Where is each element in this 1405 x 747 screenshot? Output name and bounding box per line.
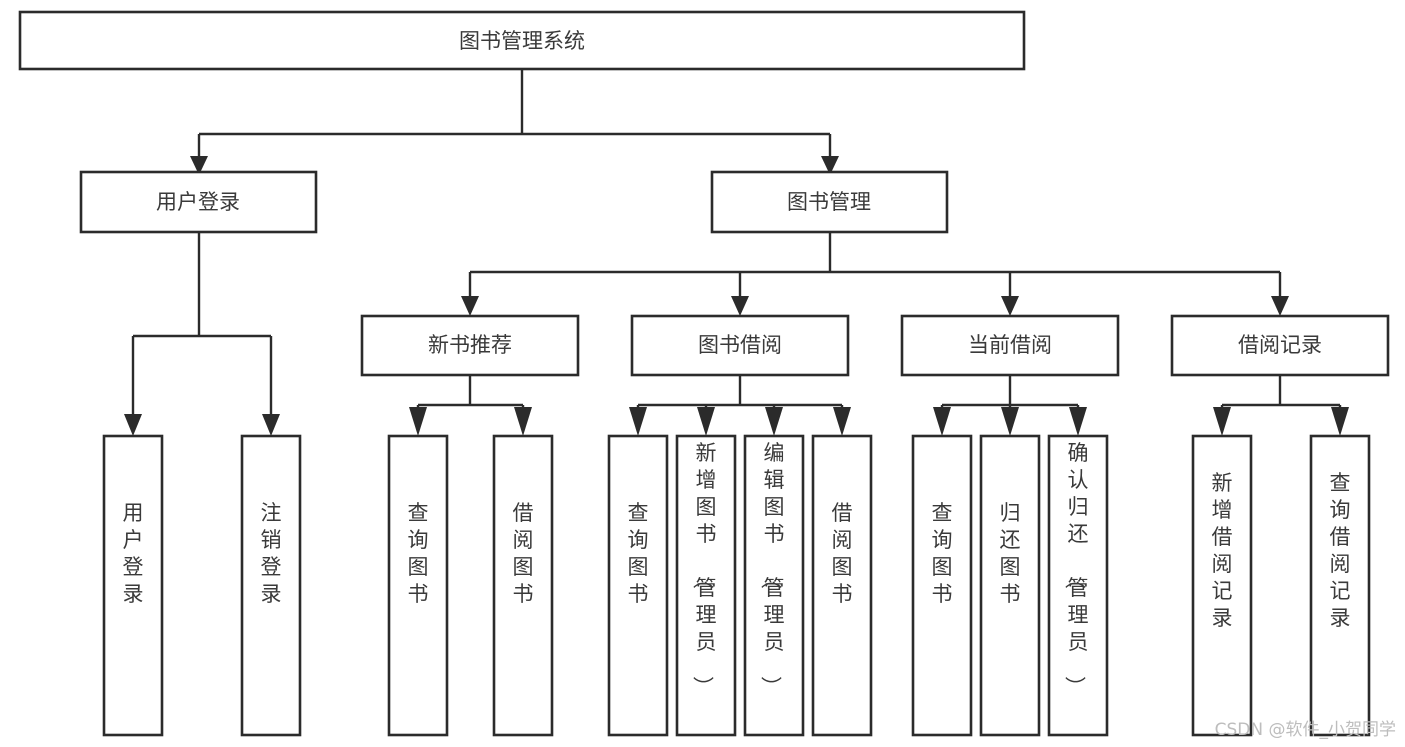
node-new-book-rec-label: 新书推荐 bbox=[428, 333, 512, 357]
node-new-book-rec[interactable]: 新书推荐 bbox=[360, 314, 580, 377]
node-book-borrow-label: 图书借阅 bbox=[698, 333, 782, 357]
arrow-head-current-borrow bbox=[1001, 296, 1019, 316]
node-book-manage[interactable]: 图书管理 bbox=[710, 170, 949, 234]
node-leaf-borrow-book-2[interactable]: 借阅图书 bbox=[811, 434, 873, 737]
node-current-borrow-label: 当前借阅 bbox=[968, 333, 1052, 357]
node-root-box[interactable] bbox=[18, 10, 1026, 71]
node-leaf-confirm-return-box[interactable] bbox=[1047, 434, 1109, 737]
node-leaf-return-book-label: 归还图书 bbox=[1000, 501, 1021, 606]
arrow-head-leaf-return-book bbox=[1001, 407, 1019, 436]
node-leaf-add-record[interactable]: 新增借阅记录 bbox=[1191, 434, 1253, 737]
node-book-borrow-box[interactable] bbox=[630, 314, 850, 377]
node-leaf-user-logout[interactable]: 注销登录 bbox=[240, 434, 302, 737]
node-current-borrow-box[interactable] bbox=[900, 314, 1120, 377]
node-leaf-add-record-box[interactable] bbox=[1191, 434, 1253, 737]
node-book-manage-box[interactable] bbox=[710, 170, 949, 234]
node-borrow-record-label: 借阅记录 bbox=[1238, 333, 1322, 357]
node-leaf-user-logout-box[interactable] bbox=[240, 434, 302, 737]
watermark-label: CSDN @软件_小贺同学 bbox=[1215, 720, 1396, 740]
node-leaf-confirm-return[interactable]: 确认归还（管理员） bbox=[1047, 434, 1109, 737]
arrow-head-book-manage bbox=[821, 156, 839, 175]
node-leaf-query-record-box[interactable] bbox=[1309, 434, 1371, 737]
arrow-head-leaf-add-record bbox=[1213, 407, 1231, 436]
arrow-head-leaf-confirm-return bbox=[1069, 407, 1087, 436]
node-leaf-add-book-label: 新增图书（管理员） bbox=[691, 441, 717, 697]
node-leaf-return-book[interactable]: 归还图书 bbox=[979, 434, 1041, 737]
arrow-head-leaf-borrow-book-1 bbox=[514, 407, 532, 436]
node-borrow-record[interactable]: 借阅记录 bbox=[1170, 314, 1390, 377]
node-leaf-borrow-book-2-label: 借阅图书 bbox=[832, 501, 853, 606]
node-leaf-borrow-book-1[interactable]: 借阅图书 bbox=[492, 434, 554, 737]
arrow-head-leaf-query-record bbox=[1331, 407, 1349, 436]
node-leaf-query-book-3[interactable]: 查询图书 bbox=[911, 434, 973, 737]
node-root[interactable]: 图书管理系统 bbox=[18, 10, 1026, 71]
arrow-head-new-book-rec bbox=[461, 296, 479, 316]
node-leaf-query-book-2[interactable]: 查询图书 bbox=[607, 434, 669, 737]
arrow-head-leaf-query-book-2 bbox=[629, 407, 647, 436]
node-leaf-query-book-1-box[interactable] bbox=[387, 434, 449, 737]
node-leaf-query-book-2-label: 查询图书 bbox=[628, 501, 649, 606]
node-leaf-user-login-box[interactable] bbox=[102, 434, 164, 737]
node-root-label: 图书管理系统 bbox=[459, 29, 585, 53]
arrow-head-leaf-query-book-1 bbox=[409, 407, 427, 436]
node-borrow-record-box[interactable] bbox=[1170, 314, 1390, 377]
node-leaf-edit-book-label: 编辑图书（管理员） bbox=[759, 441, 785, 697]
connector-layer bbox=[124, 69, 1349, 436]
node-leaf-query-record-label: 查询借阅记录 bbox=[1330, 471, 1351, 630]
node-leaf-edit-book[interactable]: 编辑图书（管理员） bbox=[743, 434, 805, 737]
node-new-book-rec-box[interactable] bbox=[360, 314, 580, 377]
node-leaf-add-record-label: 新增借阅记录 bbox=[1212, 471, 1233, 630]
arrow-head-leaf-query-book-3 bbox=[933, 407, 951, 436]
arrow-head-leaf-borrow-book-2 bbox=[833, 407, 851, 436]
node-leaf-user-logout-label: 注销登录 bbox=[261, 501, 282, 606]
node-leaf-edit-book-box[interactable] bbox=[743, 434, 805, 737]
node-leaf-user-login-label: 用户登录 bbox=[123, 501, 144, 606]
leaf-layer: 用户登录 注销登录 查询图书 借阅图书 查询图书 新增图书（管理员） bbox=[102, 434, 1371, 737]
arrow-head-leaf-user-logout bbox=[262, 414, 280, 436]
arrow-head-leaf-user-login bbox=[124, 414, 142, 436]
node-leaf-borrow-book-2-box[interactable] bbox=[811, 434, 873, 737]
node-leaf-query-book-3-box[interactable] bbox=[911, 434, 973, 737]
arrow-head-book-borrow bbox=[731, 296, 749, 316]
node-user-login-label: 用户登录 bbox=[156, 190, 240, 214]
node-leaf-query-book-1[interactable]: 查询图书 bbox=[387, 434, 449, 737]
node-user-login-box[interactable] bbox=[79, 170, 318, 234]
arrow-head-borrow-record bbox=[1271, 296, 1289, 316]
node-leaf-query-book-3-label: 查询图书 bbox=[932, 501, 953, 606]
node-leaf-add-book-box[interactable] bbox=[675, 434, 737, 737]
arrow-head-user-login bbox=[190, 156, 208, 175]
node-leaf-borrow-book-1-label: 借阅图书 bbox=[513, 501, 534, 606]
node-leaf-return-book-box[interactable] bbox=[979, 434, 1041, 737]
node-leaf-borrow-book-1-box[interactable] bbox=[492, 434, 554, 737]
arrow-head-leaf-edit-book bbox=[765, 407, 783, 436]
node-book-manage-label: 图书管理 bbox=[787, 190, 871, 214]
node-leaf-query-record[interactable]: 查询借阅记录 bbox=[1309, 434, 1371, 737]
node-leaf-query-book-1-label: 查询图书 bbox=[408, 501, 429, 606]
node-current-borrow[interactable]: 当前借阅 bbox=[900, 314, 1120, 377]
node-leaf-confirm-return-label: 确认归还（管理员） bbox=[1063, 441, 1089, 697]
node-book-borrow[interactable]: 图书借阅 bbox=[630, 314, 850, 377]
node-user-login[interactable]: 用户登录 bbox=[79, 170, 318, 234]
node-leaf-query-book-2-box[interactable] bbox=[607, 434, 669, 737]
node-leaf-user-login[interactable]: 用户登录 bbox=[102, 434, 164, 737]
arrow-head-leaf-add-book bbox=[697, 407, 715, 436]
node-leaf-add-book[interactable]: 新增图书（管理员） bbox=[675, 434, 737, 737]
